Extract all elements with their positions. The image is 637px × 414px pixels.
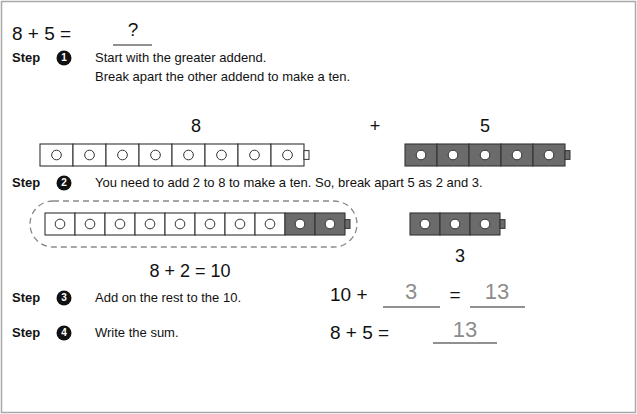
step-badge xyxy=(57,326,72,341)
equation: 10 + xyxy=(330,284,368,306)
cube-dot xyxy=(115,219,125,229)
cube-nub xyxy=(304,151,309,160)
cube xyxy=(405,144,437,166)
cube-dot xyxy=(205,219,215,229)
step-number: 1 xyxy=(61,52,67,64)
unknown: ? xyxy=(128,19,139,41)
cube-dot xyxy=(118,150,128,160)
cube-dot xyxy=(450,219,460,229)
cube xyxy=(205,144,238,166)
cube xyxy=(285,213,315,235)
remainder: 3 xyxy=(455,246,465,267)
cube xyxy=(437,144,469,166)
step-word: Step xyxy=(12,291,40,306)
cube-train-five xyxy=(405,144,570,166)
cube xyxy=(165,213,195,235)
cube xyxy=(135,213,165,235)
instruction: You need to add 2 to 8 to make a ten. So… xyxy=(95,176,483,191)
instruction: Break apart the other addend to make a t… xyxy=(95,70,350,85)
step-word: Step xyxy=(12,326,40,341)
cube xyxy=(45,213,75,235)
cube xyxy=(469,144,501,166)
cube xyxy=(470,213,500,235)
cube xyxy=(139,144,172,166)
addend: 8 xyxy=(191,116,201,137)
cube-train-eight xyxy=(40,144,309,166)
cube xyxy=(195,213,225,235)
cube-dot xyxy=(85,150,95,160)
cube-dot xyxy=(235,219,245,229)
cube-dot xyxy=(217,150,227,160)
answer-blank xyxy=(470,306,525,307)
cube xyxy=(271,144,304,166)
equation: 8 + 5 = xyxy=(12,23,71,45)
equation: 8 + 5 = xyxy=(330,322,389,344)
cube-dot xyxy=(325,219,335,229)
answer-blank xyxy=(113,44,152,45)
cube-dot xyxy=(295,219,305,229)
cube-dot xyxy=(151,150,161,160)
cube-dot xyxy=(55,219,65,229)
cube xyxy=(73,144,106,166)
cube xyxy=(225,213,255,235)
ten-group-outline xyxy=(30,201,357,247)
instruction: Start with the greater addend. xyxy=(95,51,266,66)
cube xyxy=(238,144,271,166)
cube xyxy=(533,144,565,166)
step-badge xyxy=(57,176,72,191)
cube-train-ten xyxy=(45,213,350,235)
step-badge xyxy=(57,51,72,66)
cube-dot xyxy=(480,150,490,160)
answer: 3 xyxy=(405,279,417,304)
cube-dot xyxy=(250,150,260,160)
cube xyxy=(172,144,205,166)
answer: 13 xyxy=(453,317,477,342)
cube xyxy=(255,213,285,235)
cube-dot xyxy=(265,219,275,229)
cube-dot xyxy=(448,150,458,160)
cube-dot xyxy=(544,150,554,160)
addend: 5 xyxy=(480,116,490,137)
step-number: 3 xyxy=(61,292,67,304)
cube xyxy=(40,144,73,166)
cube xyxy=(440,213,470,235)
cube-dot xyxy=(85,219,95,229)
cube-dot xyxy=(145,219,155,229)
step-number: 4 xyxy=(61,327,67,339)
answer: 13 xyxy=(485,279,509,304)
cube xyxy=(315,213,345,235)
cube-dot xyxy=(512,150,522,160)
cube xyxy=(106,144,139,166)
cube-dot xyxy=(416,150,426,160)
cube-nub xyxy=(565,151,570,160)
cube-dot xyxy=(52,150,62,160)
step-number: 2 xyxy=(61,177,67,189)
cube-dot xyxy=(480,219,490,229)
cube xyxy=(410,213,440,235)
cube-dot xyxy=(184,150,194,160)
step-badge xyxy=(57,291,72,306)
step-word: Step xyxy=(12,51,40,66)
instruction: Write the sum. xyxy=(95,326,179,341)
cube xyxy=(75,213,105,235)
cube-nub xyxy=(345,220,350,229)
cube-train-three xyxy=(410,213,505,235)
step-word: Step xyxy=(12,176,40,191)
instruction: Add on the rest to the 10. xyxy=(95,291,241,306)
cube xyxy=(501,144,533,166)
equation: 8 + 2 = 10 xyxy=(149,261,230,282)
operator: + xyxy=(370,116,381,137)
operator: = xyxy=(449,284,460,306)
cube-dot xyxy=(175,219,185,229)
cube xyxy=(105,213,135,235)
answer-blank xyxy=(383,306,440,307)
cube-dot xyxy=(283,150,293,160)
cube-dot xyxy=(420,219,430,229)
answer-blank xyxy=(433,342,497,343)
cube-nub xyxy=(500,220,505,229)
